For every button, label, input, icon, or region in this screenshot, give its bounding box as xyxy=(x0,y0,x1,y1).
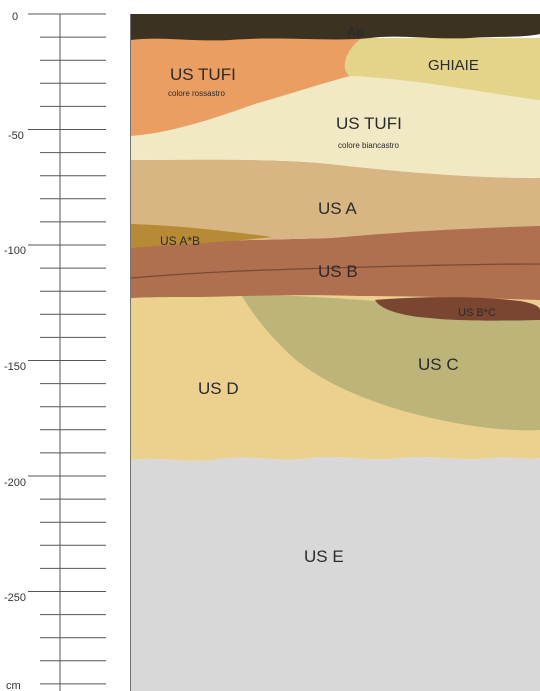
scale-tick-label-250: -250 xyxy=(4,592,26,604)
label-us-c: US C xyxy=(418,355,459,374)
layer-us-b-c xyxy=(375,297,540,321)
scale-unit-label: cm xyxy=(6,680,21,691)
sublabel-us-tufi-white: colore biancastro xyxy=(338,141,399,150)
layer-us-tufi-white xyxy=(131,76,540,178)
layer-us-tufi-red xyxy=(131,38,362,136)
label-us-b-c: US B*C xyxy=(458,307,496,319)
scale-tick-label-150: -150 xyxy=(4,361,26,373)
svg-text:0: 0 xyxy=(12,11,18,23)
label-us-d: US D xyxy=(198,379,239,398)
label-us-tufi-white: US TUFI xyxy=(336,114,402,133)
layer-us-a-b xyxy=(131,224,272,248)
label-ghiaie: GHIAIE xyxy=(428,57,479,74)
scale-tick-label-200: -200 xyxy=(4,477,26,489)
label-us-e: US E xyxy=(304,547,344,566)
depth-scale: 0 -50 -100 -150 -200 -250 cm xyxy=(4,11,106,691)
label-us-b: US B xyxy=(318,262,358,281)
scale-tick-label-0: 0 xyxy=(12,11,18,23)
layer-ghiaie xyxy=(344,38,540,100)
scale-tick-label-50: -50 xyxy=(8,130,24,142)
layer-us-b-line xyxy=(130,263,540,279)
layer-ap xyxy=(131,14,540,41)
label-us-a-b: US A*B xyxy=(160,234,200,248)
layer-us-a xyxy=(131,159,540,246)
layer-us-c xyxy=(240,293,540,431)
scale-tick-label-100: -100 xyxy=(4,245,26,257)
layer-us-e xyxy=(131,456,540,691)
layer-us-b xyxy=(131,224,540,300)
label-us-tufi-red: US TUFI xyxy=(170,65,236,84)
label-us-a: US A xyxy=(318,199,357,218)
sublabel-us-tufi-red: colore rossastro xyxy=(168,89,225,98)
label-ap: Ap xyxy=(347,24,364,39)
